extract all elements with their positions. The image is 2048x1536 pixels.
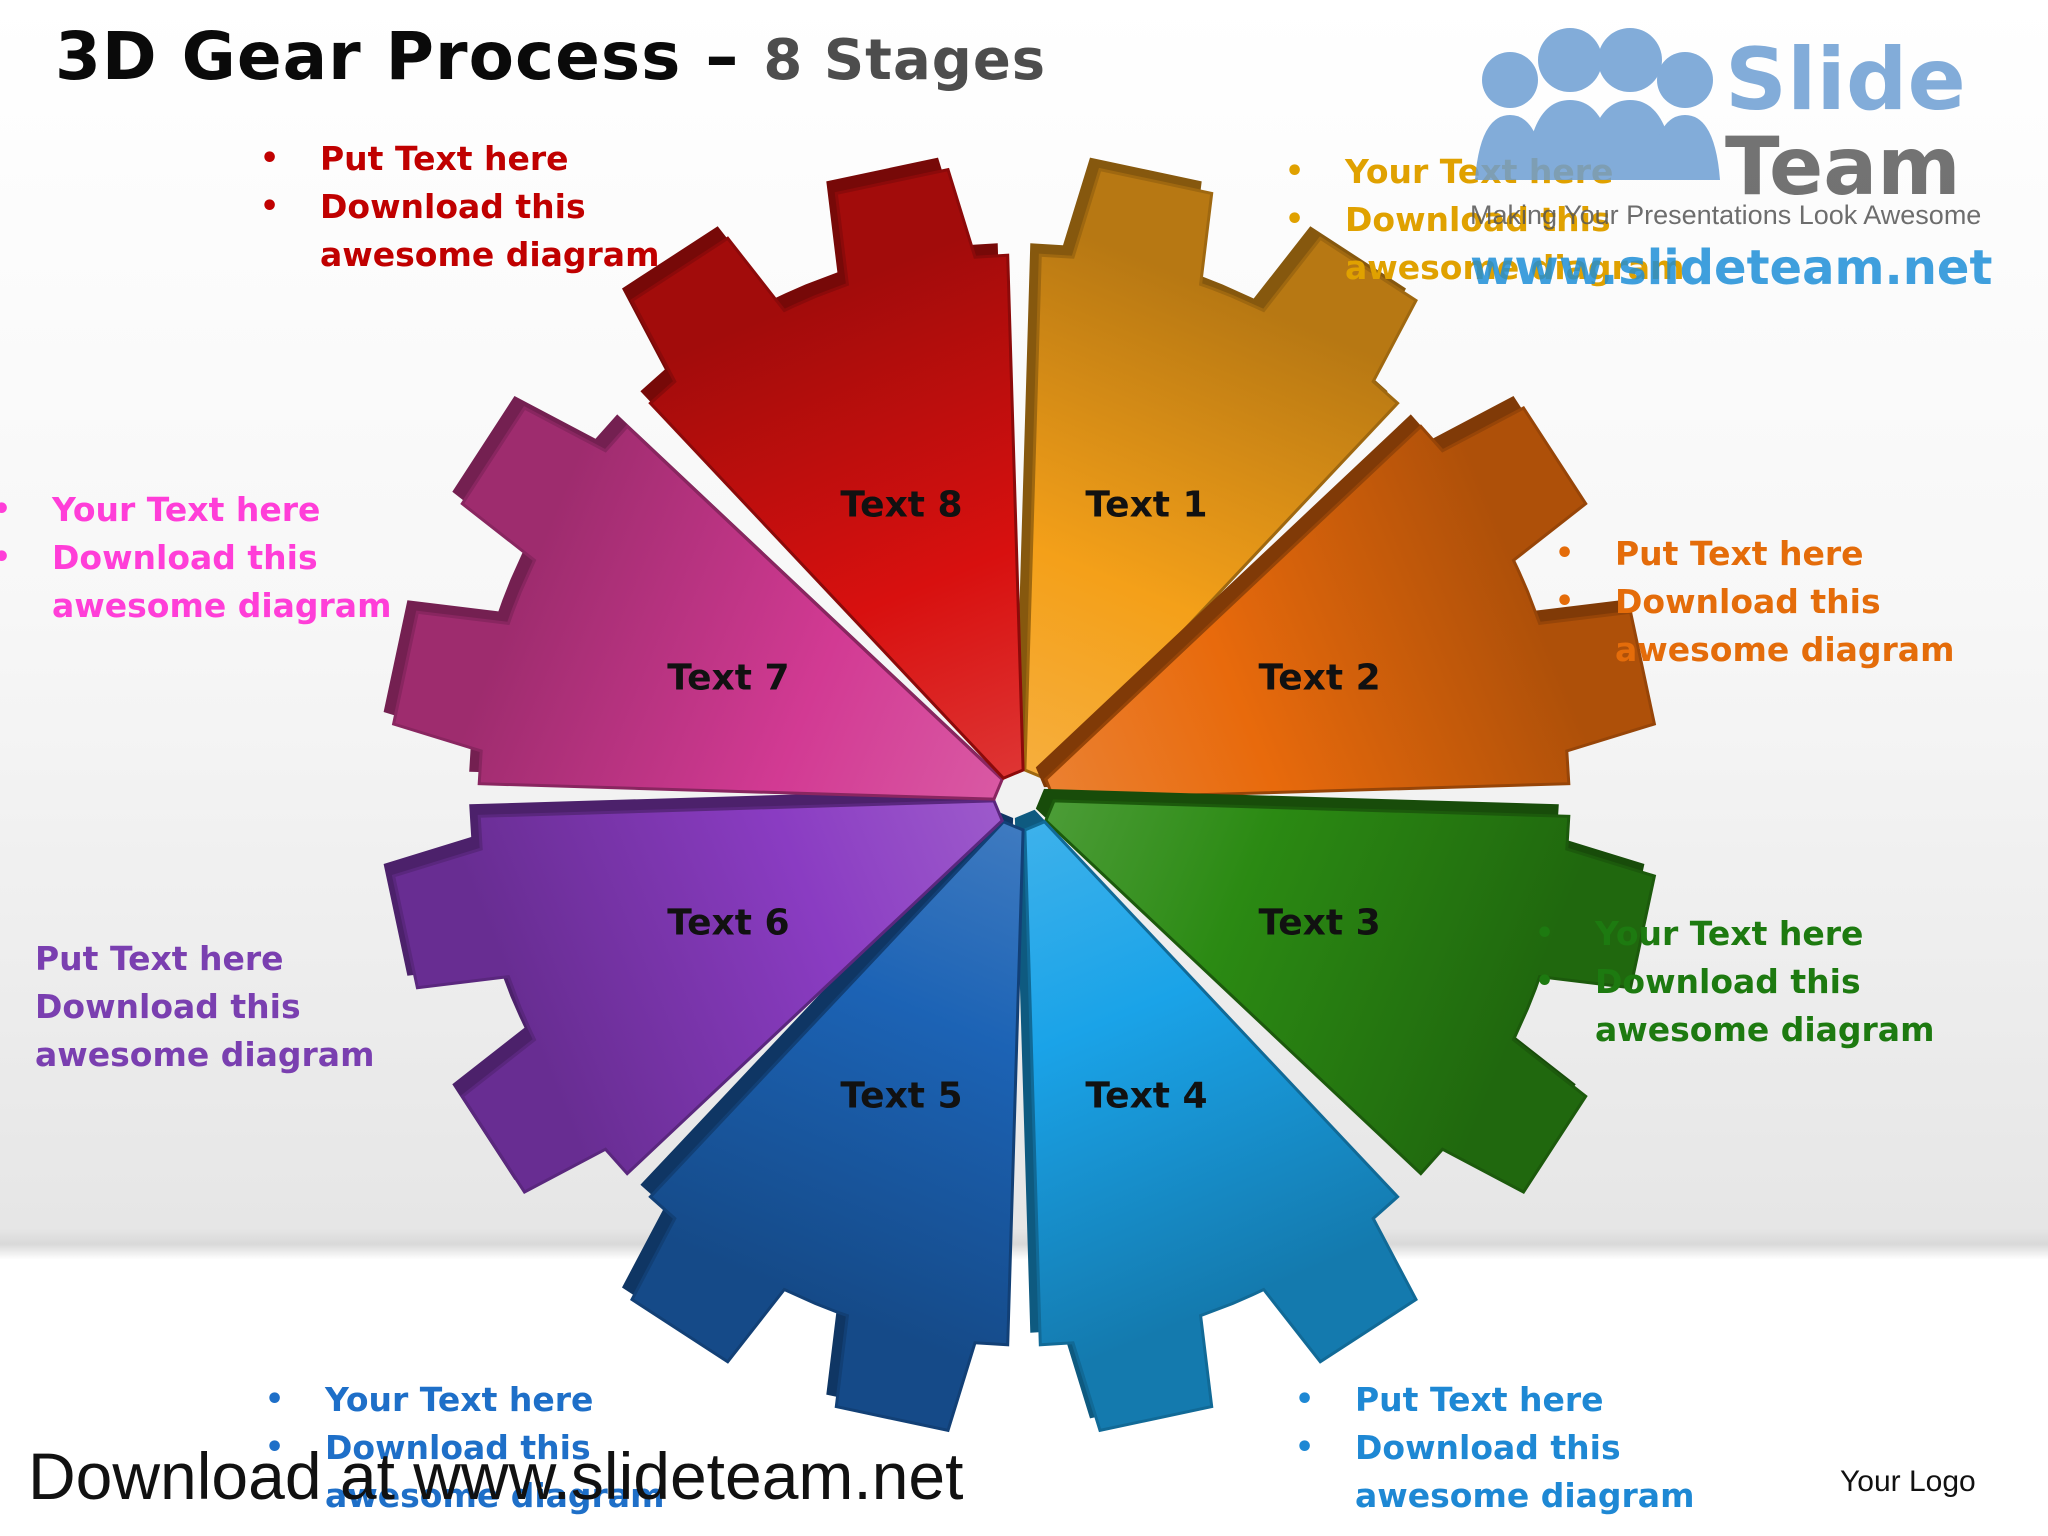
note-text: Your Text here bbox=[325, 1380, 594, 1419]
note-text: Download this bbox=[1595, 962, 1861, 1001]
bullet-icon: • bbox=[1555, 536, 1575, 571]
bullet-icon: • bbox=[265, 1382, 285, 1417]
segment-label: Text 1 bbox=[1085, 484, 1207, 525]
note-line: awesome diagram bbox=[325, 1472, 664, 1520]
segment-label: Text 3 bbox=[1258, 903, 1380, 944]
brand-tagline: Making Your Presentations Look Awesome bbox=[1470, 200, 1982, 230]
note-line: • Download this bbox=[265, 1424, 664, 1472]
note-line: • Your Text here bbox=[265, 1376, 664, 1424]
note-text: Download this bbox=[1345, 200, 1611, 239]
note-line: awesome diagram bbox=[1355, 1472, 1694, 1520]
note-text: awesome diagram bbox=[1355, 1476, 1695, 1515]
note-text: awesome diagram bbox=[320, 235, 660, 274]
slideteam-logo: Slide Team Making Your Presentations Loo… bbox=[1470, 20, 2010, 310]
note-text: Put Text here bbox=[1355, 1380, 1604, 1419]
segment-label: Text 7 bbox=[667, 658, 789, 699]
bullet-icon: • bbox=[0, 534, 11, 582]
gear-segment-8 bbox=[630, 167, 1025, 780]
people-icon bbox=[1475, 28, 1720, 180]
note-line: • Your Text here bbox=[0, 486, 391, 534]
note-line: •Download this bbox=[35, 983, 374, 1031]
note-line: • Download this bbox=[1295, 1424, 1694, 1472]
title-dash: – bbox=[705, 18, 740, 95]
note-line: • Put Text here bbox=[260, 135, 659, 183]
note-text: Put Text here bbox=[35, 939, 284, 978]
page-title: 3D Gear Process – 8 Stages bbox=[55, 18, 1046, 95]
note-text: awesome diagram bbox=[325, 1476, 665, 1515]
note-line: awesome diagram bbox=[1595, 1006, 1934, 1054]
bullet-icon: • bbox=[1295, 1382, 1315, 1417]
gear-segment-3 bbox=[1044, 799, 1657, 1194]
brand-team: Team bbox=[1725, 120, 1961, 213]
note-line: awesome diagram bbox=[320, 231, 659, 279]
segment-label: Text 6 bbox=[667, 903, 789, 944]
note-line: •Put Text here bbox=[35, 935, 374, 983]
gear-segment-4 bbox=[1023, 820, 1418, 1433]
bullet-icon: • bbox=[1285, 202, 1305, 237]
gear-segment-5 bbox=[630, 820, 1025, 1433]
note-text: Your Text here bbox=[1595, 914, 1864, 953]
note-line: awesome diagram bbox=[35, 1031, 374, 1079]
note-text: awesome diagram bbox=[1595, 1010, 1935, 1049]
note-line: • Put Text here bbox=[1295, 1376, 1694, 1424]
segment-label: Text 8 bbox=[840, 484, 962, 525]
note-text: Download this bbox=[1615, 582, 1881, 621]
note-text: awesome diagram bbox=[35, 1035, 375, 1074]
note-text: awesome diagram bbox=[52, 586, 392, 625]
brand-slide: Slide bbox=[1725, 30, 1966, 130]
note-line: • Put Text here bbox=[1555, 530, 1954, 578]
stage-3-note: • Your Text here • Download this awesome dia… bbox=[1535, 910, 1934, 1054]
note-line: awesome diagram bbox=[52, 582, 391, 630]
bullet-icon: • bbox=[260, 141, 280, 176]
gear-segment-2 bbox=[1044, 406, 1657, 801]
stage-5-note: • Your Text here • Download this awesome dia… bbox=[265, 1376, 664, 1520]
bullet-icon: • bbox=[1555, 584, 1575, 619]
bullet-icon: • bbox=[1535, 916, 1555, 951]
note-text: Download this bbox=[325, 1428, 591, 1467]
note-text: Download this bbox=[52, 538, 318, 577]
stage-6-note: •Put Text here•Download this awesome diag… bbox=[35, 935, 374, 1079]
bullet-icon: • bbox=[1295, 1430, 1315, 1465]
note-text: awesome diagram bbox=[1345, 248, 1685, 287]
note-text: Put Text here bbox=[1615, 534, 1864, 573]
download-footer: Download at www.slideteam.net bbox=[28, 1439, 964, 1513]
title-main: 3D Gear Process bbox=[55, 18, 682, 95]
note-text: Your Text here bbox=[52, 490, 321, 529]
bullet-icon: • bbox=[0, 486, 11, 534]
note-line: • Download this bbox=[1555, 578, 1954, 626]
note-text: Download this bbox=[1355, 1428, 1621, 1467]
bullet-icon: • bbox=[260, 189, 280, 224]
segment-label: Text 4 bbox=[1085, 1076, 1207, 1117]
note-text: Download this bbox=[35, 987, 301, 1026]
note-line: • Download this bbox=[260, 183, 659, 231]
your-logo-placeholder: Your Logo bbox=[1840, 1465, 1976, 1498]
note-line: awesome diagram bbox=[1615, 626, 1954, 674]
gear-segment-6 bbox=[391, 799, 1004, 1194]
note-line: • Download this bbox=[1535, 958, 1934, 1006]
stage-4-note: • Put Text here • Download this awesome diag… bbox=[1295, 1376, 1694, 1520]
note-line: • Download this bbox=[1285, 196, 1684, 244]
note-text: Put Text here bbox=[320, 139, 569, 178]
note-text: Download this bbox=[320, 187, 586, 226]
bullet-icon: • bbox=[1535, 964, 1555, 999]
stage-8-note: • Put Text here • Download this awesome diag… bbox=[260, 135, 659, 279]
gear-segment-1 bbox=[1023, 167, 1418, 780]
bullet-icon: • bbox=[265, 1430, 285, 1465]
segment-label: Text 2 bbox=[1258, 658, 1380, 699]
bullet-icon: • bbox=[1285, 154, 1305, 189]
note-line: • Download this bbox=[0, 534, 391, 582]
note-line: awesome diagram bbox=[1345, 244, 1684, 292]
segment-label: Text 5 bbox=[840, 1076, 962, 1117]
stage-7-note: • Your Text here • Download this awesome dia… bbox=[0, 486, 391, 630]
title-subtitle: 8 Stages bbox=[763, 28, 1047, 93]
gear-segments: Text 1 Text 2 Text 3 Text 4 Text 5 Text 6 Text… bbox=[383, 157, 1657, 1433]
brand-url: www.slideteam.net bbox=[1470, 240, 1993, 296]
gear-segment-7 bbox=[391, 406, 1004, 801]
note-line: • Your Text here bbox=[1535, 910, 1934, 958]
note-text: awesome diagram bbox=[1615, 630, 1955, 669]
